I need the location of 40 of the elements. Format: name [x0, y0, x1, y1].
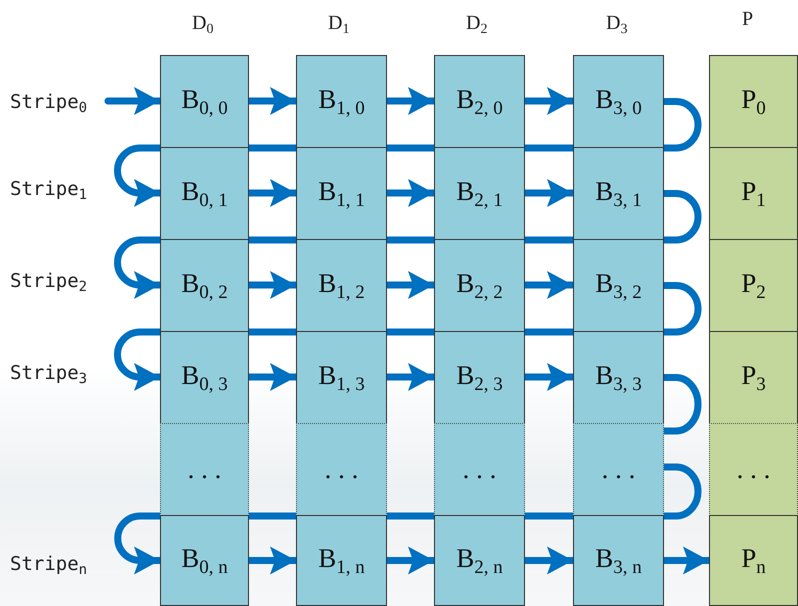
column-header: D$_{0}$ — [192, 12, 214, 38]
column-header: D$_{1}$ — [328, 12, 350, 38]
parity-block: P$_{2}$ — [709, 239, 798, 332]
data-block: B$_{0, n}$ — [160, 515, 249, 606]
data-block: B$_{3, 3}$ — [573, 331, 664, 424]
data-block: B$_{2, 2}$ — [434, 239, 525, 332]
data-block: . . . — [160, 423, 249, 516]
data-block: B$_{0, 2}$ — [160, 239, 249, 332]
parity-block: . . . — [709, 423, 798, 516]
data-block: . . . — [296, 423, 387, 516]
data-block: B$_{2, 1}$ — [434, 147, 525, 240]
data-block: B$_{3, n}$ — [573, 515, 664, 606]
data-block: . . . — [434, 423, 525, 516]
column-header: D$_{3}$ — [606, 12, 628, 38]
data-block: B$_{0, 0}$ — [160, 55, 249, 148]
parity-block: P$_{1}$ — [709, 147, 798, 240]
data-block: B$_{3, 0}$ — [573, 55, 664, 148]
column-header: D$_{2}$ — [466, 12, 488, 38]
data-block: B$_{1, 1}$ — [296, 147, 387, 240]
stripe-label: Stripe$_{n}$ — [10, 553, 88, 578]
data-block: B$_{3, 1}$ — [573, 147, 664, 240]
data-block: B$_{1, 0}$ — [296, 55, 387, 148]
parity-block: P$_{0}$ — [709, 55, 798, 148]
column-header: P — [742, 8, 754, 31]
stripe-label: Stripe$_{2}$ — [10, 270, 88, 295]
data-block: B$_{0, 1}$ — [160, 147, 249, 240]
data-block: B$_{1, n}$ — [296, 515, 387, 606]
stripe-label: Stripe$_{0}$ — [10, 87, 108, 117]
stripe-label: Stripe$_{3}$ — [10, 362, 88, 387]
data-block: B$_{2, 0}$ — [434, 55, 525, 148]
data-block: B$_{2, 3}$ — [434, 331, 525, 424]
data-block: B$_{2, n}$ — [434, 515, 525, 606]
stripe-label: Stripe$_{1}$ — [10, 178, 88, 203]
data-block: B$_{0, 3}$ — [160, 331, 249, 424]
parity-block: P$_{3}$ — [709, 331, 798, 424]
data-block: . . . — [573, 423, 664, 516]
data-block: B$_{3, 2}$ — [573, 239, 664, 332]
parity-block: P$_{n}$ — [709, 515, 798, 606]
data-block: B$_{1, 3}$ — [296, 331, 387, 424]
data-block: B$_{1, 2}$ — [296, 239, 387, 332]
